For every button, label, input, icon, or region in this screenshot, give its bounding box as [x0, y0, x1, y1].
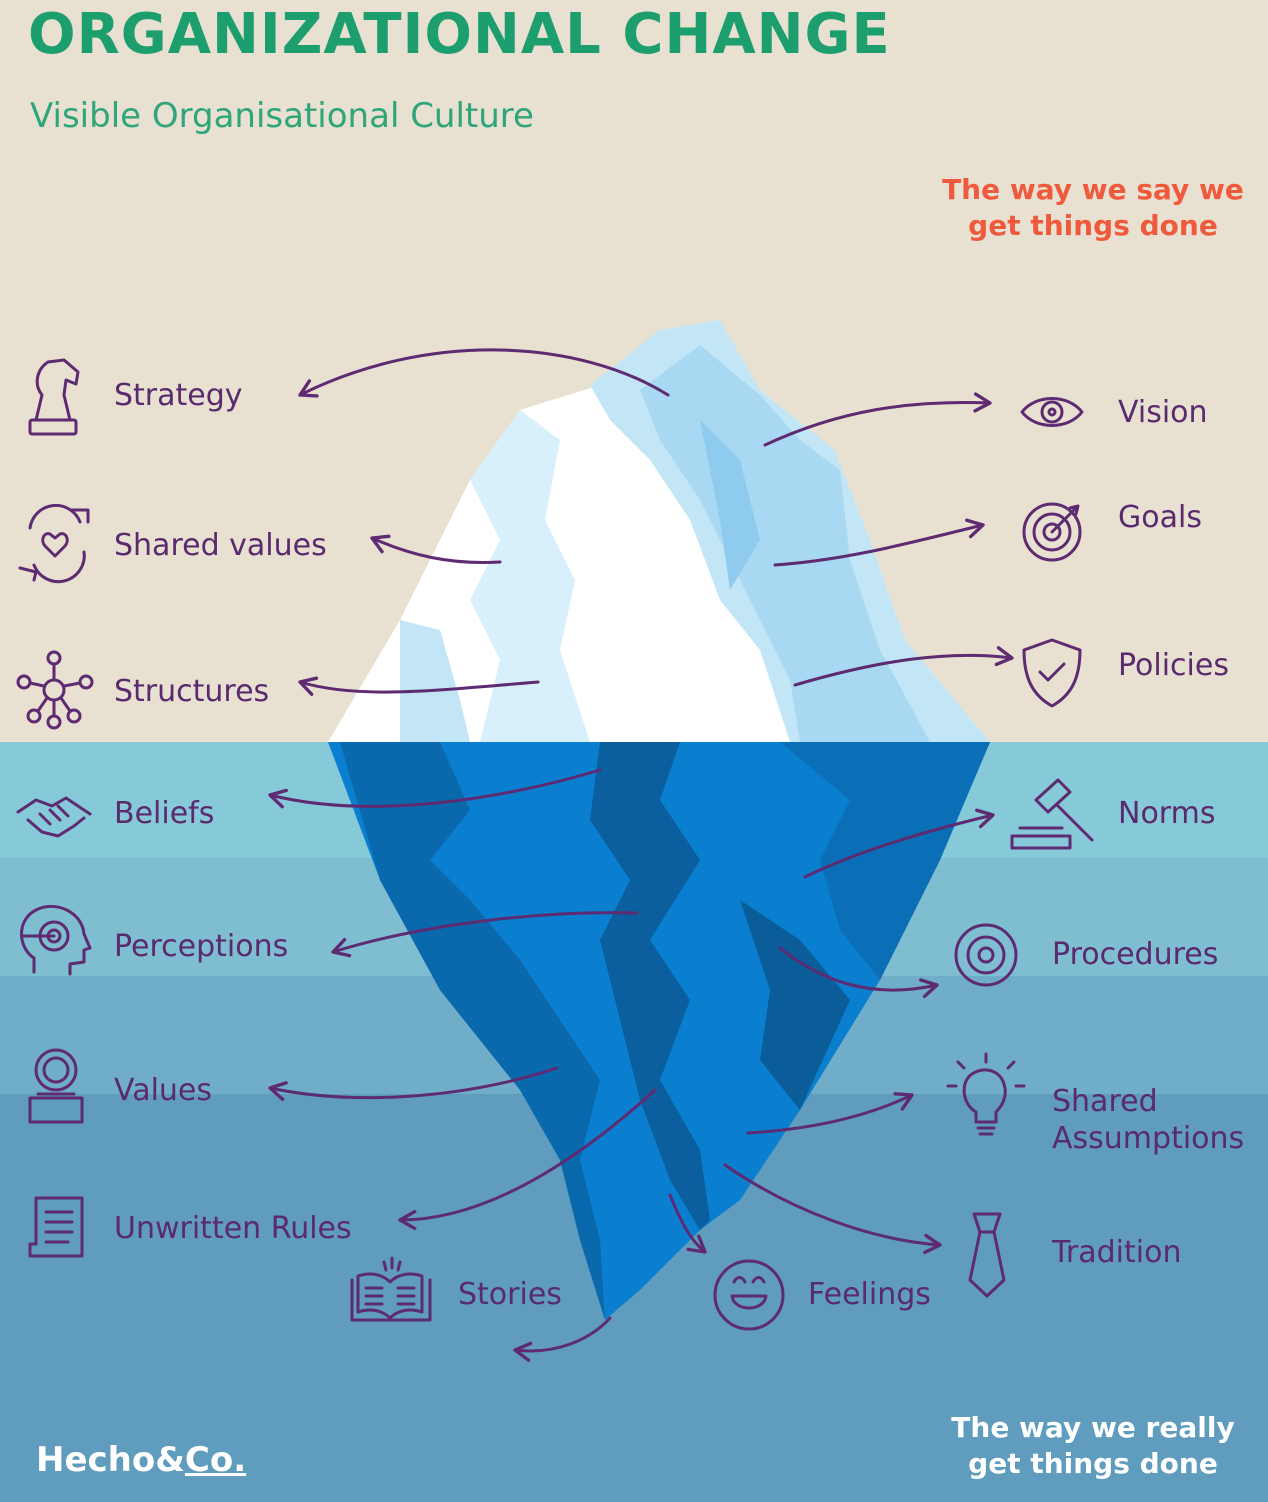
- label-unwritten-rules: Unwritten Rules: [114, 1211, 352, 1246]
- label-perceptions: Perceptions: [114, 929, 289, 964]
- bottom-callout: The way we really get things done: [920, 1410, 1266, 1482]
- label-tradition: Tradition: [1052, 1235, 1182, 1270]
- label-values: Values: [114, 1073, 213, 1108]
- eye-icon: [1020, 397, 1084, 427]
- smiley-face-icon: [713, 1259, 785, 1331]
- brand-logo: Hecho&Co.: [36, 1440, 246, 1480]
- bottom-callout-line1: The way we really: [951, 1411, 1235, 1444]
- arrows: [268, 348, 1014, 1362]
- label-stories: Stories: [458, 1277, 562, 1312]
- shield-check-icon: [1022, 638, 1082, 708]
- lightbulb-icon: [946, 1052, 1026, 1136]
- label-vision: Vision: [1118, 395, 1208, 430]
- label-beliefs: Beliefs: [114, 796, 215, 831]
- label-feelings: Feelings: [808, 1277, 931, 1312]
- label-procedures: Procedures: [1052, 937, 1219, 972]
- page-title: ORGANIZATIONAL CHANGE: [28, 2, 891, 67]
- necktie-icon: [968, 1212, 1006, 1298]
- label-strategy: Strategy: [114, 378, 243, 413]
- iceberg-submerged: [328, 742, 990, 1320]
- label-shared: Shared: [1052, 1084, 1158, 1119]
- label-assumptions: Assumptions: [1052, 1121, 1245, 1156]
- open-book-icon: [350, 1256, 432, 1322]
- label-norms: Norms: [1118, 796, 1216, 831]
- coin-values-icon: [28, 1048, 84, 1124]
- label-structures: Structures: [114, 674, 270, 709]
- gear-icon: [954, 923, 1018, 987]
- top-callout: The way we say we get things done: [920, 172, 1266, 244]
- document-icon: [28, 1196, 84, 1258]
- brand-part1: Hecho&: [36, 1440, 185, 1480]
- top-callout-line2: get things done: [968, 209, 1218, 242]
- chess-knight-icon: [28, 358, 80, 436]
- gavel-icon: [1010, 778, 1094, 850]
- bottom-callout-line2: get things done: [968, 1447, 1218, 1480]
- head-target-icon: [20, 904, 92, 976]
- handshake-icon: [16, 796, 92, 838]
- top-callout-line1: The way we say we: [942, 173, 1244, 206]
- target-icon: [1022, 502, 1082, 562]
- iceberg-tip: [328, 320, 990, 742]
- brand-part2: Co.: [184, 1440, 247, 1480]
- network-icon: [16, 650, 94, 730]
- page-subtitle: Visible Organisational Culture: [30, 96, 534, 136]
- heart-cycle-icon: [18, 503, 90, 584]
- label-policies: Policies: [1118, 648, 1229, 683]
- label-shared-values: Shared values: [114, 528, 327, 563]
- label-goals: Goals: [1118, 500, 1202, 535]
